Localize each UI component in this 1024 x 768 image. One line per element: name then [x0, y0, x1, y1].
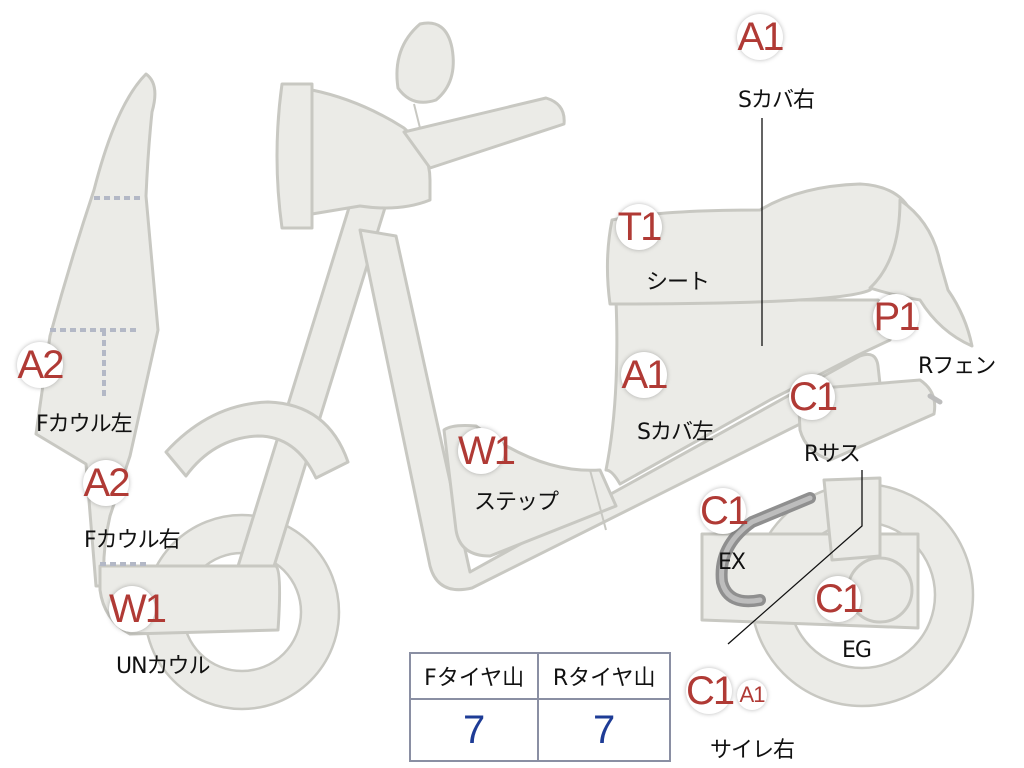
- rear-fender: [868, 198, 974, 348]
- grade-badge-side-reflector-right: C1: [686, 668, 735, 714]
- grade-badge-rear-fender: P1: [873, 294, 920, 340]
- front-fender: [164, 400, 350, 480]
- rear-tire-tread-header: Rタイヤ山: [537, 652, 671, 700]
- floor-frame: [358, 228, 882, 592]
- part-label-under-cowl: UNカウル: [116, 654, 211, 679]
- grade-badge-rear-suspension: C1: [789, 374, 838, 420]
- part-label-exhaust: EX: [718, 550, 746, 575]
- grade-badge-front-cowl-right: A2: [83, 460, 130, 506]
- headlight: [275, 82, 314, 230]
- part-label-seat: シート: [646, 270, 710, 295]
- tire-tread-table: Fタイヤ山 Rタイヤ山 7 7: [408, 652, 671, 762]
- part-label-rear-fender: Rフェン: [918, 354, 996, 379]
- part-label-engine: EG: [842, 638, 872, 663]
- leader-rear-suspension: [727, 470, 863, 645]
- headlight-housing: [310, 88, 432, 216]
- grade-badge-seat: T1: [616, 204, 662, 250]
- rear-tire-tread-value: 7: [537, 698, 671, 762]
- grade-badge-front-cowl-left: A2: [17, 342, 64, 388]
- front-tire-tread-header: Fタイヤ山: [408, 652, 540, 700]
- grade-badge-side-reflector-right-secondary: A1: [737, 680, 767, 710]
- part-label-side-cover-left: Sカバ左: [637, 420, 714, 445]
- grade-badge-side-cover-left: A1: [621, 352, 668, 398]
- part-label-front-cowl-right: Fカウル右: [84, 528, 181, 553]
- part-label-step: ステップ: [474, 490, 559, 515]
- grade-badge-exhaust: C1: [700, 488, 749, 534]
- mirror: [395, 21, 455, 104]
- part-label-rear-suspension: Rサス: [804, 442, 861, 467]
- part-label-side-reflector-right: サイレ右: [710, 738, 795, 763]
- grade-badge-under-cowl: W1: [109, 586, 167, 632]
- grade-badge-side-cover-right: A1: [737, 14, 784, 60]
- grade-badge-step: W1: [458, 428, 516, 474]
- part-label-front-cowl-left: Fカウル左: [36, 412, 133, 437]
- part-label-side-cover-right: Sカバ右: [738, 88, 815, 113]
- front-tire-tread-value: 7: [408, 698, 540, 762]
- grade-badge-engine: C1: [815, 576, 864, 622]
- handlebar: [402, 96, 566, 170]
